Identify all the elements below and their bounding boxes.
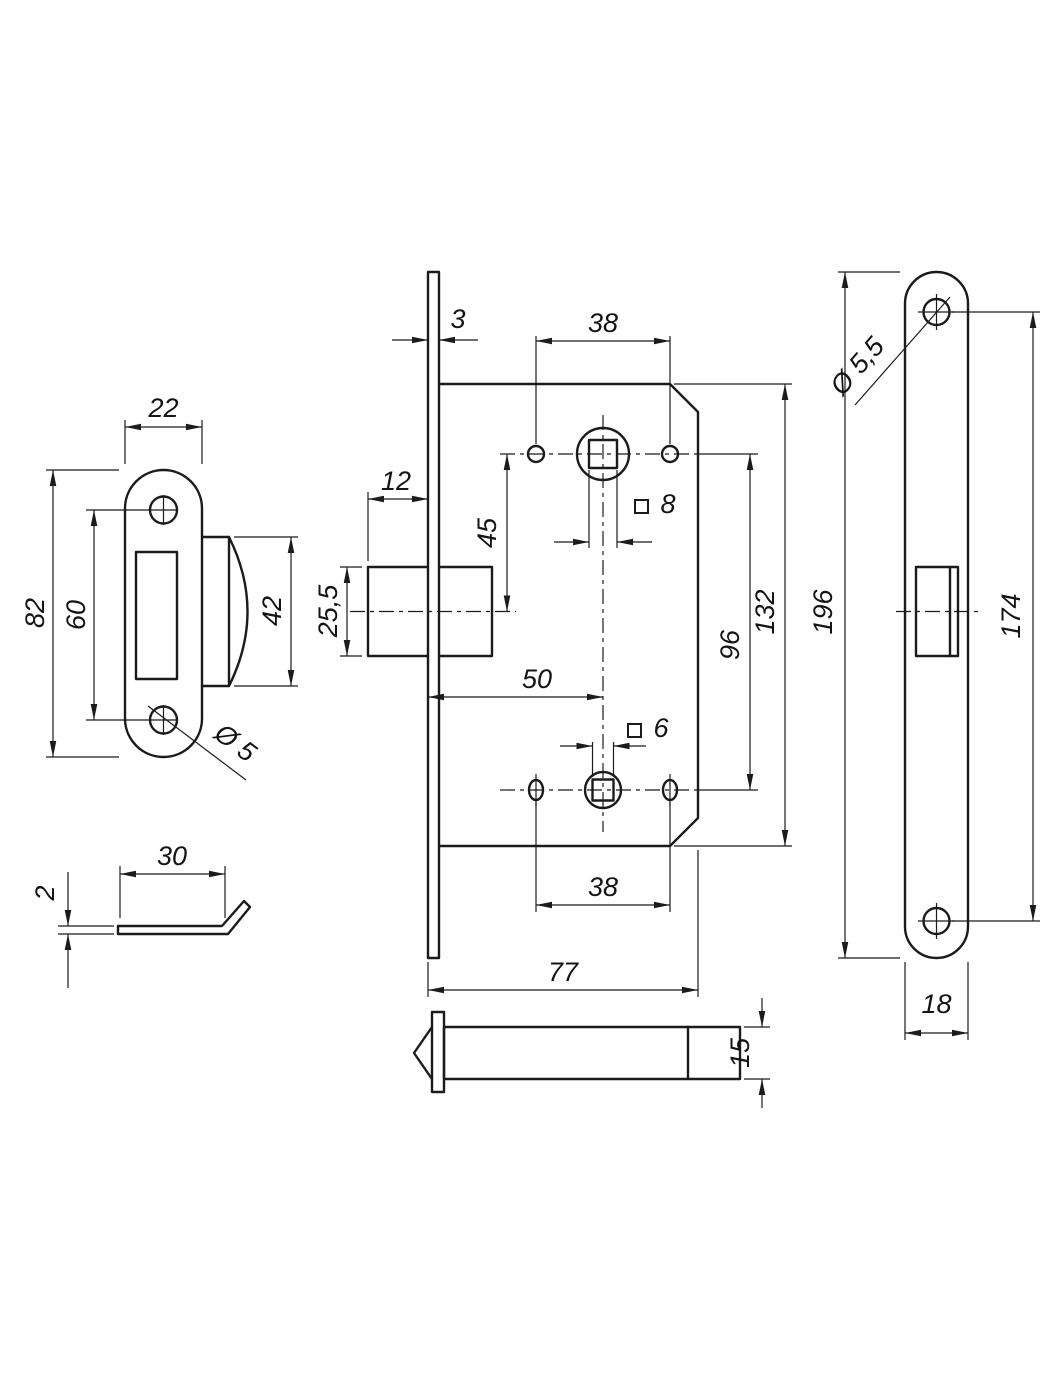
dim-label: 25,5	[313, 584, 343, 639]
dim-faceplate-screw-spacing: 174	[952, 311, 1040, 922]
dim-label: 45	[472, 517, 502, 548]
dim-label: 15	[725, 1037, 755, 1068]
dim-handle-screw-spacing-bottom: 38	[535, 802, 671, 912]
dim-label: 50	[522, 664, 552, 694]
dim-faceplate-width: 18	[904, 962, 969, 1040]
dim-strike-tongue-height: 42	[234, 536, 298, 687]
latch-bolt-body	[442, 1025, 742, 1081]
dim-label: Ø 5,5	[824, 331, 891, 402]
leader-line	[854, 296, 951, 406]
strike-latch-cutout	[134, 550, 179, 681]
dim-follower-spacing: 96	[694, 453, 758, 791]
dim-label: 30	[157, 841, 187, 871]
dim-faceplate-height: 196	[808, 271, 900, 959]
extension-lines	[535, 336, 671, 444]
square-dim-symbol	[627, 723, 642, 738]
dim-label: 60	[61, 600, 91, 630]
extension-lines	[86, 509, 150, 721]
dim-strike-edge-thickness: 2	[30, 872, 114, 988]
dim-label: 82	[20, 598, 50, 628]
dim-follower-square-top: 8	[554, 470, 676, 548]
dim-strike-plate-height: 82	[20, 469, 119, 758]
latch-bolt-bevel-tip	[412, 1025, 434, 1081]
dim-latch-to-follower: 45	[472, 454, 511, 612]
extension-lines	[952, 311, 1040, 922]
dim-handle-screw-spacing-top: 38	[535, 308, 671, 444]
strike-hole-centermarks	[149, 495, 178, 735]
dim-label: 2	[30, 885, 60, 901]
strike-edge-profile	[116, 899, 252, 936]
dim-label: 18	[921, 989, 951, 1019]
lock-case-outline	[437, 382, 700, 848]
dim-backset: 50	[428, 664, 603, 701]
slot-centermarks	[535, 774, 671, 806]
dim-strike-hole-diameter: Ø 5	[147, 705, 263, 781]
extension-lines	[694, 453, 758, 791]
dim-label: 6	[653, 713, 669, 743]
lock-case-front-view: 3 38 12 45 8 25,5 50	[313, 270, 900, 997]
dim-strike-edge-length: 30	[119, 841, 226, 918]
faceplate-section	[430, 1010, 446, 1094]
strike-plate-edge-view: 30 2	[30, 841, 252, 988]
dim-case-height: 132	[674, 383, 792, 847]
extension-lines	[588, 470, 618, 548]
dim-label: 42	[257, 596, 287, 626]
extension-lines	[744, 1026, 770, 1080]
dim-faceplate-thickness: 3	[392, 304, 478, 344]
dim-label: 12	[381, 466, 411, 496]
dim-label: 22	[147, 393, 178, 423]
dim-case-depth: 77	[427, 850, 699, 997]
dim-label: Ø 5	[208, 717, 262, 768]
extension-lines	[234, 536, 298, 687]
dim-faceplate-hole-diameter: Ø 5,5	[824, 296, 951, 406]
dim-label: 196	[808, 588, 838, 634]
dim-label: 8	[660, 489, 675, 519]
strike-tongue	[200, 535, 249, 688]
dim-label: 132	[750, 589, 780, 634]
extension-lines	[58, 925, 114, 935]
dim-latch-height: 25,5	[313, 566, 362, 657]
faceplate-outline	[903, 270, 970, 960]
faceplate-edge-strip	[426, 270, 441, 960]
latch-bolt-side-view: 15	[412, 998, 770, 1108]
faceplate-front-view: Ø 5,5 174 18	[824, 270, 1040, 1040]
dim-label: 174	[996, 593, 1026, 638]
strike-plate-outline	[123, 468, 204, 759]
dim-spindle-square-bottom: 6	[560, 713, 669, 777]
dim-label: 3	[450, 304, 465, 334]
latch-bolt-inner	[437, 565, 494, 658]
extension-lines	[904, 962, 969, 1040]
leader-line	[147, 705, 247, 781]
extension-lines	[674, 383, 792, 847]
extension-lines	[46, 469, 119, 758]
dim-label: 38	[588, 872, 618, 902]
dim-label: 77	[548, 957, 579, 987]
dim-latch-bolt-thickness: 15	[725, 998, 770, 1108]
extension-lines	[838, 271, 900, 959]
square-dim-symbol	[634, 499, 649, 514]
strike-plate-front-view: 22 82 60 42 Ø 5	[20, 393, 298, 781]
dim-strike-screw-spacing: 60	[61, 509, 150, 721]
dim-strike-plate-width: 22	[124, 393, 203, 464]
dim-label: 96	[715, 629, 745, 660]
dim-latch-protrusion: 12	[367, 466, 428, 561]
latch-bolt-protruding	[366, 565, 430, 658]
extension-lines	[340, 566, 362, 657]
extension-lines	[535, 802, 671, 912]
dim-label: 38	[588, 308, 618, 338]
